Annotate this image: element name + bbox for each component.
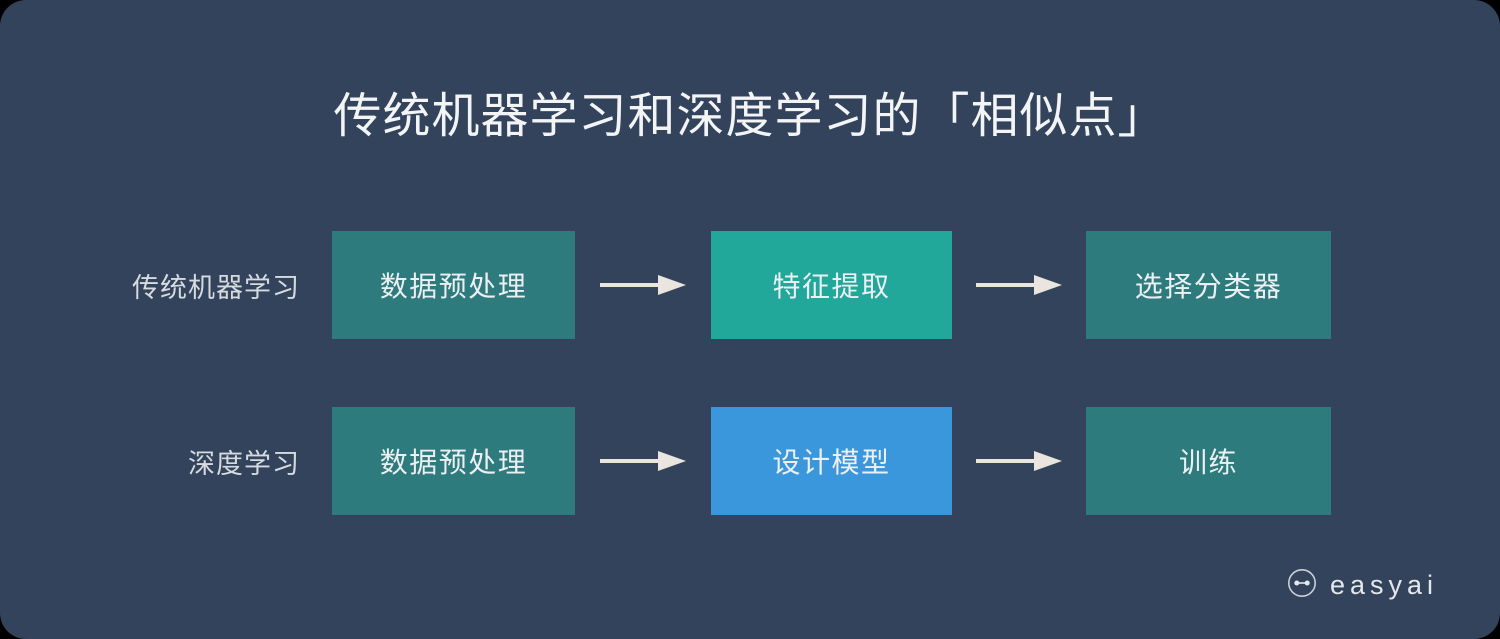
stage-box-deep-2[interactable]: 设计模型 bbox=[711, 407, 952, 515]
row-label-deep-learning: 深度学习 bbox=[188, 448, 300, 479]
stage-box-traditional-1[interactable]: 数据预处理 bbox=[332, 231, 575, 339]
stage-box-traditional-2[interactable]: 特征提取 bbox=[711, 231, 952, 339]
stage-box-traditional-3[interactable]: 选择分类器 bbox=[1086, 231, 1331, 339]
page-title: 传统机器学习和深度学习的「相似点」 bbox=[333, 90, 1167, 143]
arrow-traditional-1 bbox=[575, 231, 711, 339]
arrow-traditional-2 bbox=[952, 231, 1086, 339]
brand-logo: easyai bbox=[1287, 568, 1438, 603]
pipeline-row-traditional-ml: 传统机器学习 数据预处理 特征提取 选择分类器 bbox=[0, 231, 1500, 339]
arrow-deep-1 bbox=[575, 407, 711, 515]
row-label-traditional-ml: 传统机器学习 bbox=[132, 272, 300, 303]
stage-box-deep-3[interactable]: 训练 bbox=[1086, 407, 1331, 515]
arrow-deep-2 bbox=[952, 407, 1086, 515]
stage-box-deep-1[interactable]: 数据预处理 bbox=[332, 407, 575, 515]
pipeline-row-deep-learning: 深度学习 数据预处理 设计模型 训练 bbox=[0, 407, 1500, 515]
easyai-dumbbell-circle-icon bbox=[1287, 568, 1317, 603]
brand-name: easyai bbox=[1329, 570, 1438, 600]
